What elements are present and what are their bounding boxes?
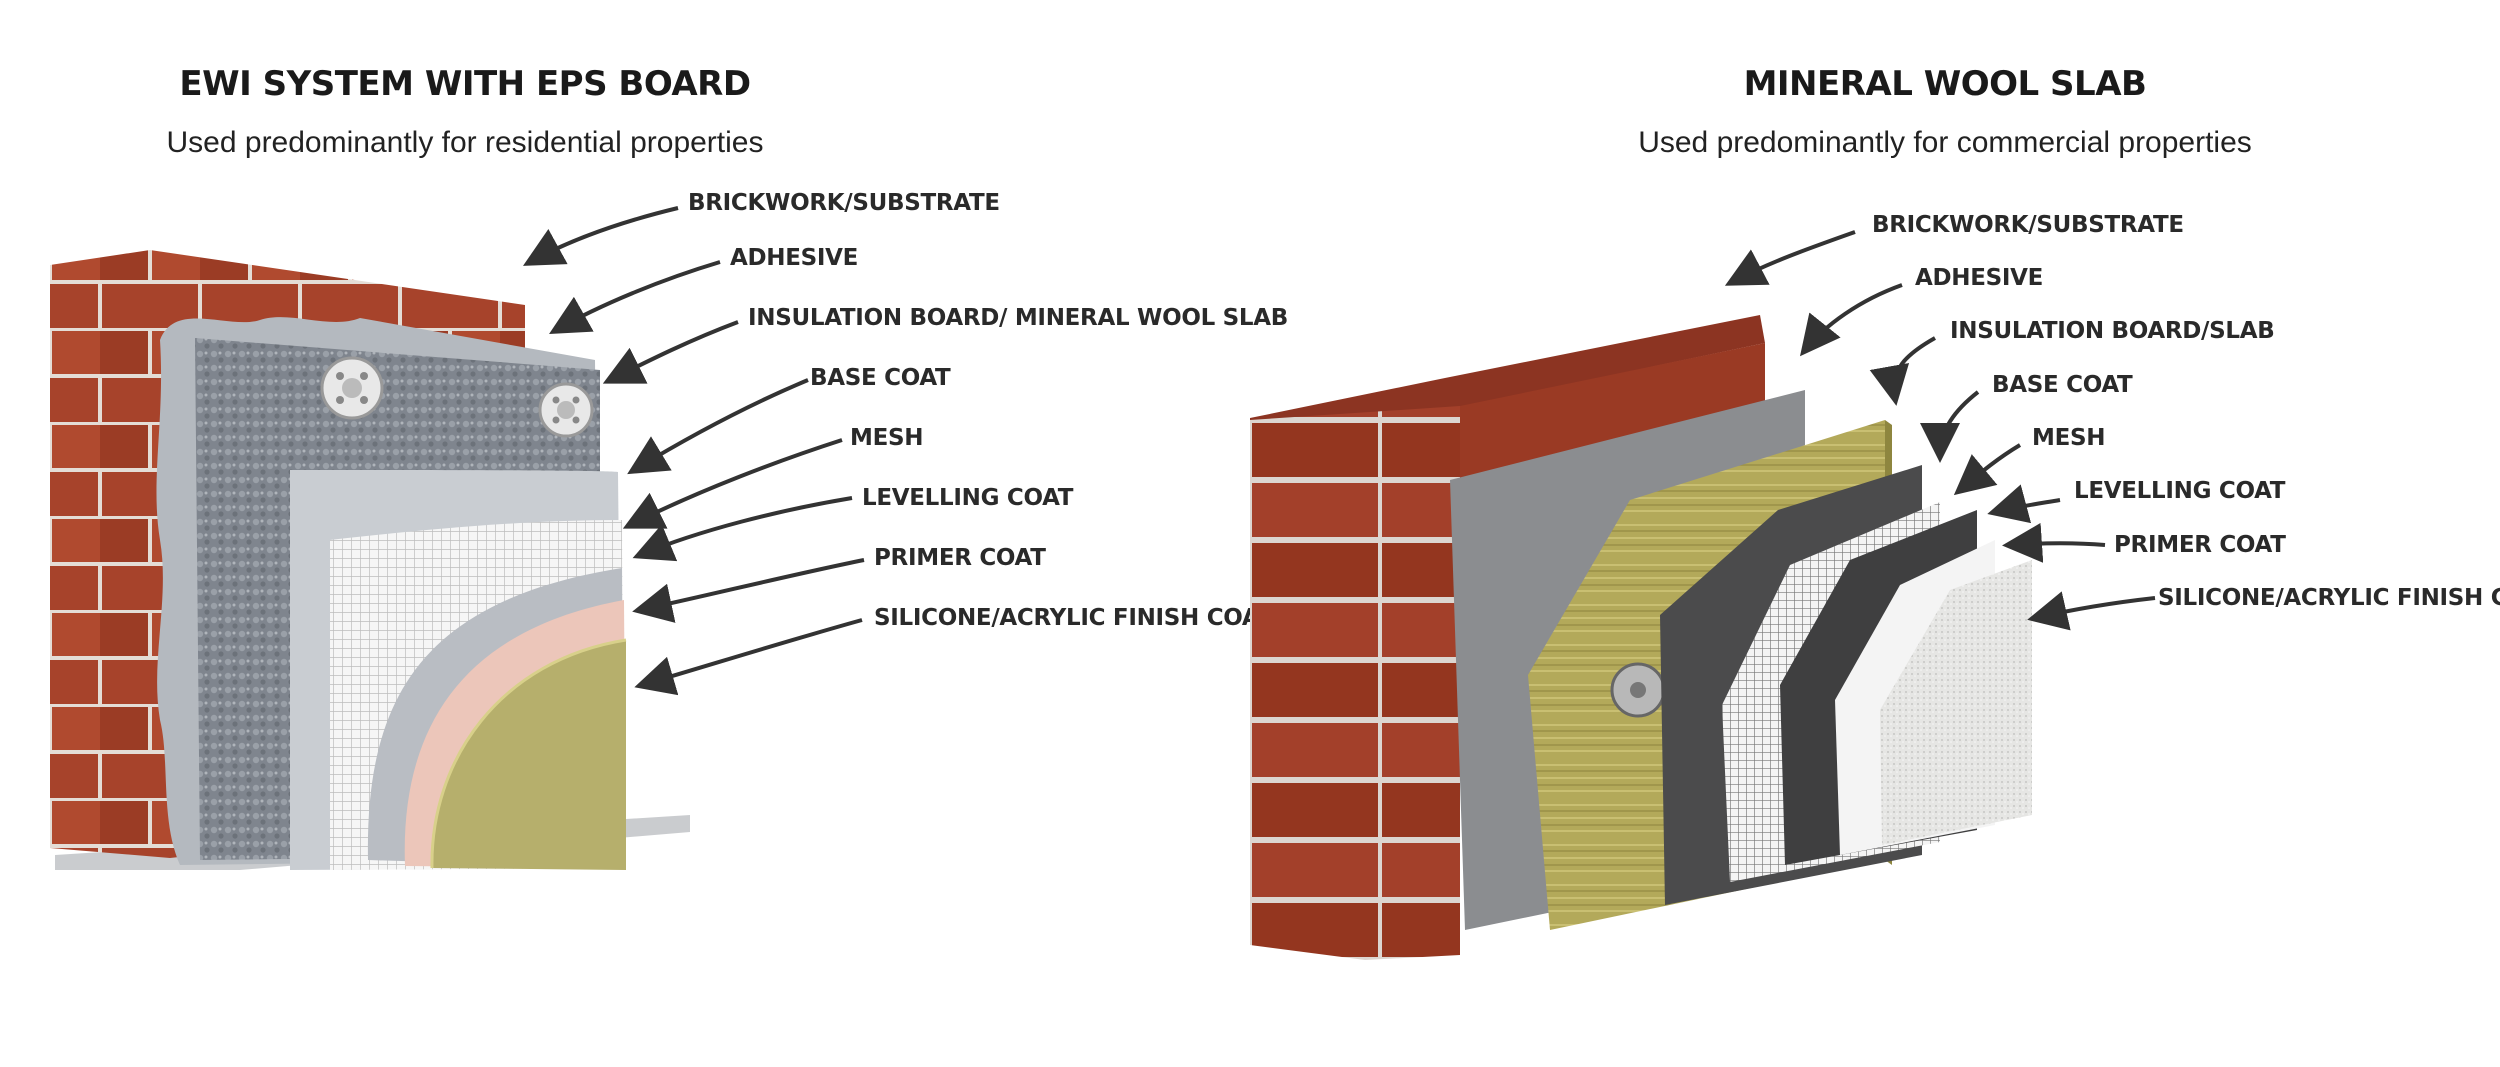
left-label-insulation: INSULATION BOARD/ MINERAL WOOL SLAB [748,305,1289,331]
ewi-eps-diagram [50,206,865,870]
right-label-mesh: MESH [2032,425,2106,451]
right-label-adhesive: ADHESIVE [1915,265,2044,291]
right-label-finish: SILICONE/ACRYLIC FINISH COAT [2158,585,2500,611]
left-panel: EWI SYSTEM WITH EPS BOARD Used predomina… [50,64,1288,870]
callout-arrows [522,206,865,696]
finish-coat-layer [1880,560,2032,845]
right-panel: MINERAL WOOL SLAB Used predominantly for… [1250,0,2500,1067]
left-label-adhesive: ADHESIVE [730,245,859,271]
brick-wall [1250,406,1460,960]
right-label-insulation: INSULATION BOARD/SLAB [1950,318,2275,344]
anchor-icon [1610,662,1666,718]
finish-coat-layer [431,640,626,870]
right-label-levelling: LEVELLING COAT [2074,478,2286,504]
left-label-finish: SILICONE/ACRYLIC FINISH COAT [874,605,1274,631]
right-title: MINERAL WOOL SLAB [1743,64,2147,104]
left-label-levelling: LEVELLING COAT [862,485,1074,511]
left-label-base-coat: BASE COAT [810,365,951,391]
left-label-mesh: MESH [850,425,924,451]
right-label-base-coat: BASE COAT [1992,372,2133,398]
left-label-brickwork: BRICKWORK/SUBSTRATE [688,190,1000,216]
right-label-primer: PRIMER COAT [2114,532,2286,558]
left-label-primer: PRIMER COAT [874,545,1046,571]
anchor-icon [320,356,384,420]
left-subtitle: Used predominantly for residential prope… [166,126,764,159]
right-label-brickwork: BRICKWORK/SUBSTRATE [1872,212,2184,238]
anchor-icon [538,382,594,438]
mineral-wool-diagram [1250,230,2156,960]
right-subtitle: Used predominantly for commercial proper… [1638,126,2252,159]
left-title: EWI SYSTEM WITH EPS BOARD [179,64,751,104]
callout-arrows [1724,230,2156,631]
